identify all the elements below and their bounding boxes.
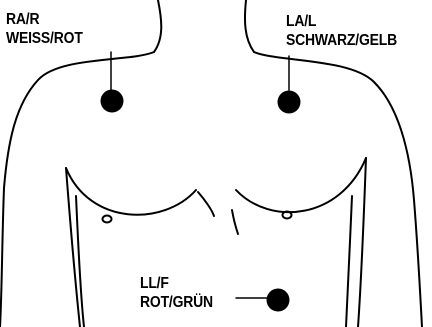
chest-line-right — [236, 158, 366, 212]
right-abdomen-line — [346, 196, 352, 327]
chest-line — [66, 168, 196, 215]
ll-code: LL/F — [140, 274, 213, 293]
sternum-line — [198, 192, 214, 216]
la-color-name: SCHWARZ/GELB — [286, 31, 397, 50]
ll-color-name: ROT/GRÜN — [140, 293, 213, 312]
ll-electrode-dot — [267, 289, 290, 312]
la-code: LA/L — [286, 12, 397, 31]
ra-electrode-dot — [101, 90, 124, 113]
ra-code: RA/R — [6, 10, 83, 29]
ra-color-name: WEISS/ROT — [6, 29, 83, 48]
ra-label: RA/R WEISS/ROT — [6, 10, 83, 48]
la-electrode-dot — [278, 91, 301, 114]
neck-left-line — [154, 0, 161, 52]
neck-right-line — [245, 0, 254, 52]
right-shoulder-outline — [254, 52, 422, 327]
center-line — [232, 210, 238, 234]
left-nipple — [103, 216, 112, 223]
la-label: LA/L SCHWARZ/GELB — [286, 12, 397, 50]
ll-label: LL/F ROT/GRÜN — [140, 274, 213, 312]
right-torso-side — [358, 158, 366, 327]
left-shoulder-outline — [0, 52, 154, 327]
